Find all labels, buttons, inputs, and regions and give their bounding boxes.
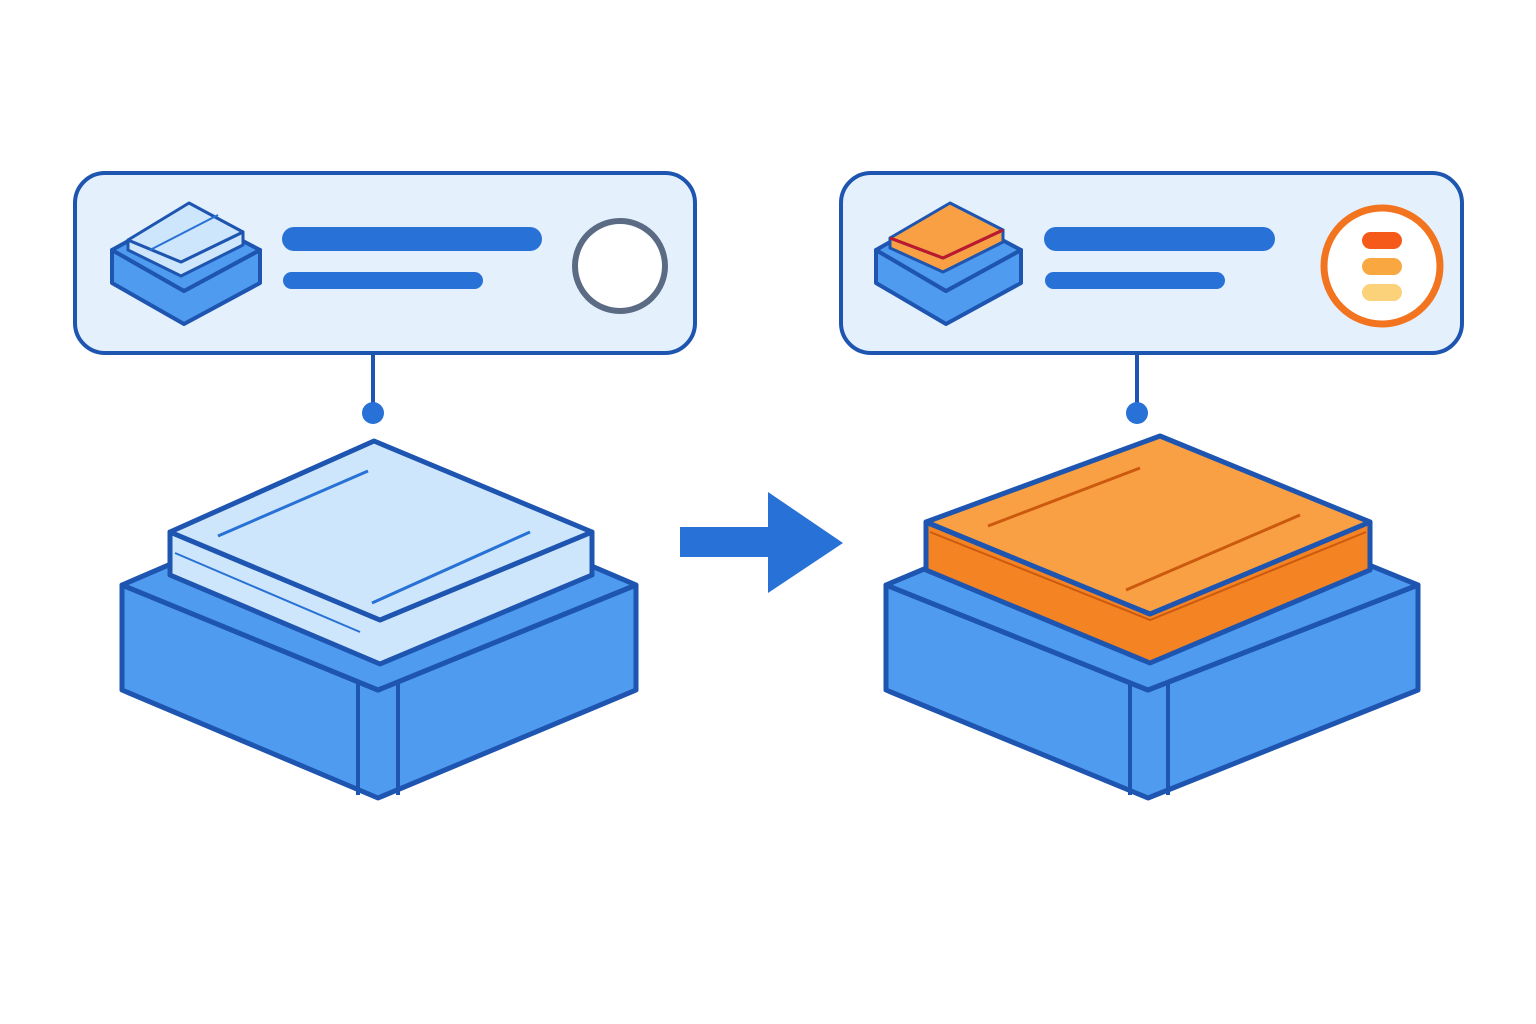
- empty-circle-icon: [572, 218, 668, 314]
- big-button-idle: [119, 438, 639, 801]
- info-card-left: [73, 171, 697, 355]
- level-bars-icon: [1320, 204, 1444, 328]
- mini-button-icon-left: [110, 201, 262, 326]
- title-bar-right: [1044, 227, 1275, 251]
- connector-right: [1126, 353, 1148, 424]
- big-button-active: [883, 433, 1421, 801]
- level-bar: [1362, 284, 1402, 301]
- level-bar: [1362, 258, 1402, 275]
- mini-button-icon-right: [874, 201, 1023, 326]
- panel-left: [73, 171, 697, 801]
- title-bar-left: [282, 227, 542, 251]
- subtitle-bar-right: [1045, 272, 1225, 289]
- level-bar: [1362, 232, 1402, 249]
- right-arrow-icon: [680, 492, 843, 593]
- subtitle-bar-left: [283, 272, 483, 289]
- info-card-right: [839, 171, 1464, 355]
- panel-right: [839, 171, 1464, 801]
- connector-left: [362, 353, 384, 424]
